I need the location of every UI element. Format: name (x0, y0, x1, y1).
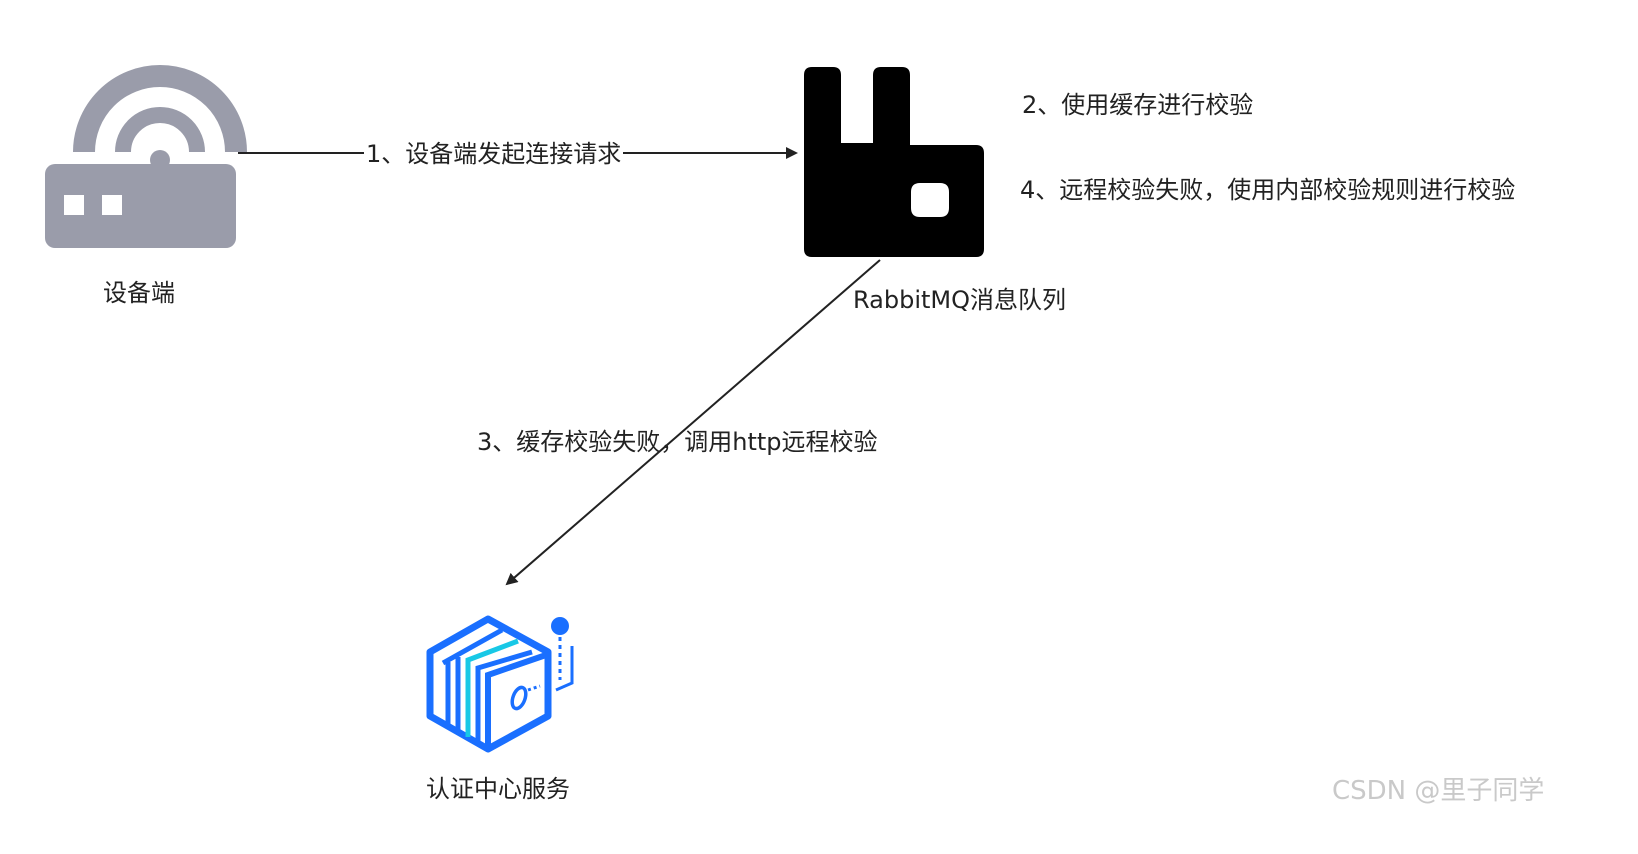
note-4: 4、远程校验失败，使用内部校验规则进行校验 (1020, 176, 1516, 204)
edge-1-label: 1、设备端发起连接请求 (364, 140, 624, 168)
service-cube-icon (426, 615, 574, 753)
watermark: CSDN @里子同学 (1332, 776, 1545, 806)
device-label: 设备端 (103, 279, 175, 307)
note-2: 2、使用缓存进行校验 (1022, 91, 1254, 119)
edge-rabbitmq-to-auth (505, 259, 881, 586)
rabbitmq-logo-icon (804, 67, 984, 257)
router-icon (45, 65, 247, 248)
edge-3-label: 3、缓存校验失败，调用http远程校验 (477, 428, 878, 456)
auth-service-label: 认证中心服务 (426, 775, 570, 803)
rabbitmq-label: RabbitMQ消息队列 (853, 286, 1066, 314)
